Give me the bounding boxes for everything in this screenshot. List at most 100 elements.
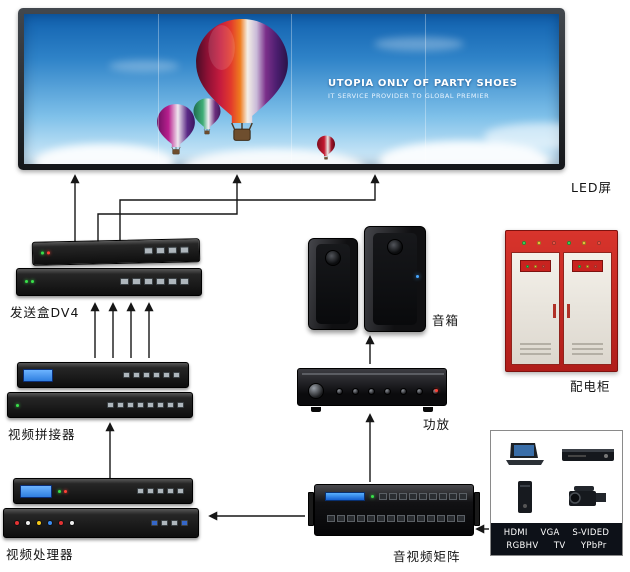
port (180, 278, 189, 285)
knob (336, 388, 343, 395)
port (123, 372, 130, 378)
indicator-light (525, 264, 529, 268)
format-label: HDMI (503, 527, 528, 538)
rca-jack (14, 520, 20, 526)
format-label: YPbPr (580, 540, 607, 551)
sender-label: 发送盒DV4 (10, 305, 80, 320)
cabinet-door-left (511, 252, 560, 365)
port (337, 515, 345, 522)
door-handle (567, 304, 570, 319)
port (347, 515, 355, 522)
port (437, 515, 445, 522)
rca-jack (58, 520, 64, 526)
matrix-port-row-1 (379, 493, 467, 500)
format-label: TV (553, 540, 566, 551)
port (156, 278, 165, 285)
port (367, 515, 375, 522)
amp-foot (311, 407, 321, 412)
rca-jack (36, 520, 42, 526)
power-cabinet-device (505, 230, 618, 372)
vga-port (151, 520, 158, 526)
port (179, 246, 190, 254)
port (447, 515, 455, 522)
port (137, 488, 144, 494)
door-vent (572, 343, 603, 357)
port (163, 372, 170, 378)
door-vent (520, 343, 551, 357)
port (457, 515, 465, 522)
led-screen: UTOPIA ONLY OF PARTY SHOES IT SERVICE PR… (18, 8, 565, 170)
port (133, 372, 140, 378)
port (143, 372, 150, 378)
balloon-sky-graphic (34, 18, 559, 164)
rack-ear (308, 492, 314, 526)
port (171, 520, 178, 526)
port (173, 372, 180, 378)
source-format-strip: HDMI VGA S-VIDED RGBHV TV YPbPr (491, 523, 622, 555)
port (161, 520, 168, 526)
panel-seam (425, 14, 426, 164)
amplifier-body (297, 368, 447, 406)
slogan-line-2: IT SERVICE PROVIDER TO GLOBAL PREMIER (328, 92, 490, 100)
lcd-display (20, 485, 52, 498)
port (157, 488, 164, 494)
knob (352, 388, 359, 395)
knob (400, 388, 407, 395)
matrix-port-row-2 (327, 515, 465, 522)
indicator-light (522, 241, 526, 245)
port (167, 246, 178, 254)
status-led (16, 404, 19, 407)
port (399, 493, 407, 500)
lcd-display (23, 369, 53, 382)
port (439, 493, 447, 500)
control-knobs (336, 388, 439, 395)
rca-jack (25, 520, 31, 526)
splicer-unit-bottom (7, 392, 193, 418)
av-matrix-device (308, 484, 480, 542)
video-processor-device (3, 476, 203, 540)
cabinet-label: 配电柜 (570, 379, 611, 394)
medium-magenta-balloon (157, 104, 195, 155)
format-label: RGBHV (506, 540, 539, 551)
dvi-ports (123, 372, 180, 378)
port (167, 402, 174, 408)
power-led (416, 275, 419, 278)
port (327, 515, 335, 522)
processor-unit-bottom (3, 508, 199, 538)
rca-connectors (14, 520, 75, 526)
video-splicer-device (5, 360, 197, 422)
source-devices-box: HDMI VGA S-VIDED RGBHV TV YPbPr (490, 430, 623, 556)
port (127, 402, 134, 408)
source-format-row-2: RGBHV TV YPbPr (491, 541, 622, 551)
amp-foot (423, 407, 433, 412)
power-led (435, 389, 438, 392)
indicator-light (552, 241, 556, 245)
vga-port (181, 520, 188, 526)
port (177, 488, 184, 494)
arrow-sender-to-screen-2 (97, 174, 242, 244)
indicator-light (594, 264, 598, 268)
settop-box-icon (495, 475, 556, 518)
rca-jack (69, 520, 75, 526)
port (417, 515, 425, 522)
port (429, 493, 437, 500)
indicator-light (533, 264, 537, 268)
port (153, 372, 160, 378)
port (397, 515, 405, 522)
port (155, 246, 166, 255)
slogan-line-1: UTOPIA ONLY OF PARTY SHOES (328, 78, 518, 89)
port (132, 278, 141, 285)
speaker-horn (325, 249, 341, 266)
clouds (34, 37, 559, 164)
port (137, 402, 144, 408)
splicer-unit-top (17, 362, 189, 388)
port (147, 488, 154, 494)
port (377, 515, 385, 522)
port (120, 278, 129, 285)
status-led (25, 280, 28, 283)
port (407, 515, 415, 522)
status-led (64, 490, 67, 493)
sender-unit-bottom (16, 268, 202, 296)
port (357, 515, 365, 522)
door-indicator-panel (519, 260, 552, 272)
